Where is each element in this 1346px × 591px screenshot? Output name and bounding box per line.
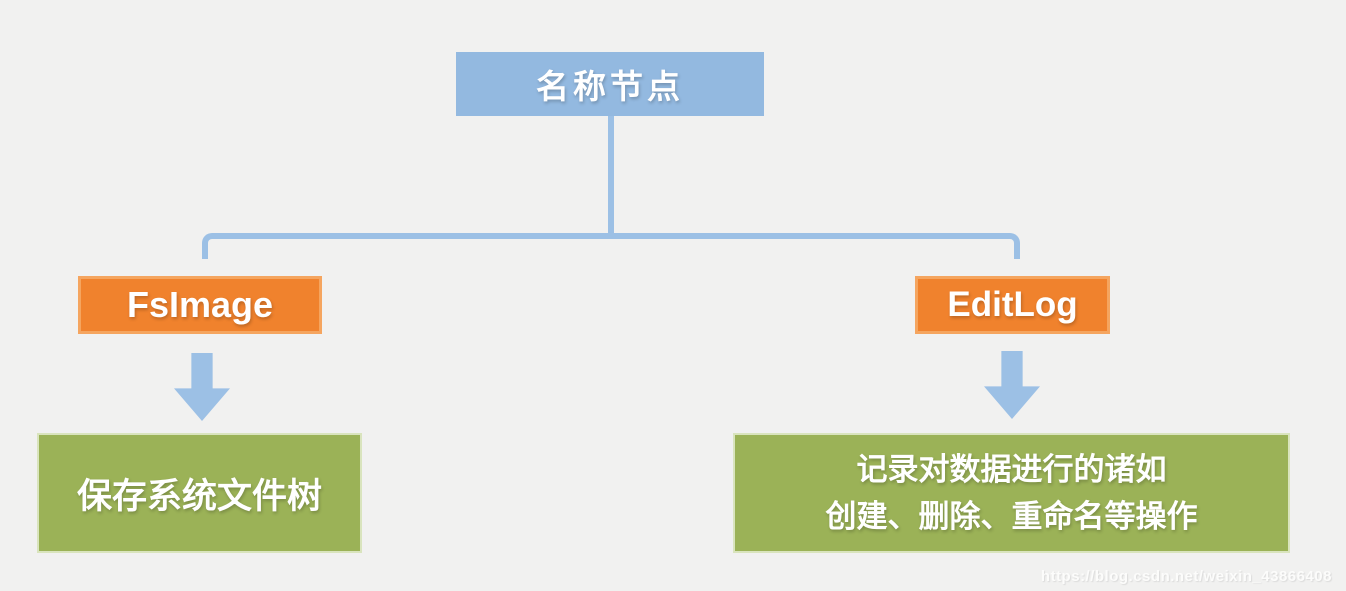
editlog-node: EditLog <box>915 276 1110 334</box>
down-arrow-icon <box>174 353 230 421</box>
connector-bracket-line <box>202 233 1020 259</box>
editlog-node-label: EditLog <box>947 285 1078 324</box>
fsimage-description-line: 保存系统文件树 <box>76 476 322 516</box>
editlog-description-line: 创建、删除、重命名等操作 <box>825 499 1198 534</box>
down-arrow-icon <box>984 351 1040 419</box>
fsimage-description-box: 保存系统文件树 <box>37 433 362 553</box>
fsimage-node: FsImage <box>78 276 322 334</box>
root-node-label: 名称节点 <box>536 68 684 105</box>
watermark: https://blog.csdn.net/weixin_43866408 <box>1040 568 1332 585</box>
root-node: 名称节点 <box>456 52 764 116</box>
connector-stem-line <box>608 116 614 236</box>
editlog-description-box: 记录对数据进行的诸如 创建、删除、重命名等操作 <box>733 433 1290 553</box>
editlog-description-line: 记录对数据进行的诸如 <box>856 452 1167 487</box>
fsimage-node-label: FsImage <box>126 284 274 325</box>
